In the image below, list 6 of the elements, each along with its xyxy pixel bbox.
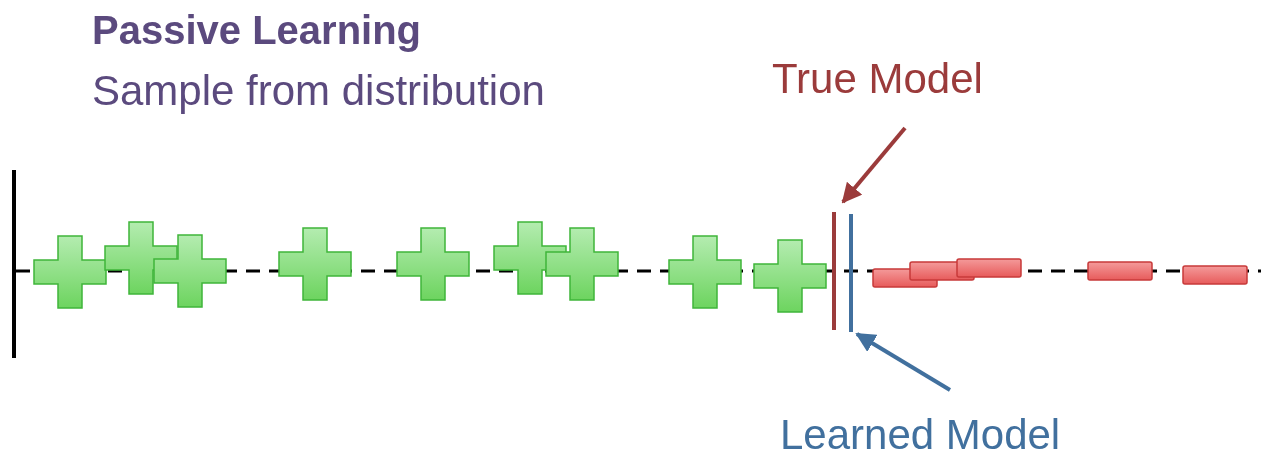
leader-arrow — [855, 332, 952, 392]
leader-arrow — [841, 126, 907, 204]
subtitle: Sample from distribution — [92, 68, 545, 115]
model-label: True Model — [772, 56, 983, 103]
model-label: Learned Model — [780, 412, 1061, 456]
title: Passive Learning — [92, 8, 422, 52]
